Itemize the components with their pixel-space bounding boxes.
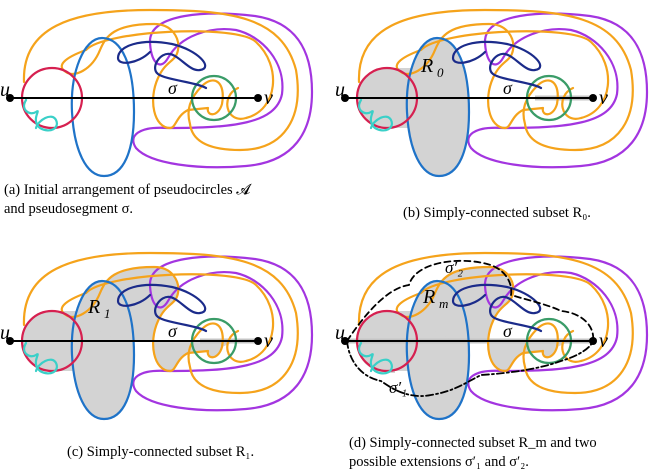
- pseudocircle-cyan: [358, 341, 393, 375]
- caption-a: (a) Initial arrangement of pseudocircles…: [4, 181, 324, 219]
- label-sigma: σ: [168, 321, 178, 341]
- endpoint-u: [6, 337, 14, 345]
- caption-d-line1: (d) Simply-connected subset R_m and two: [349, 435, 597, 451]
- endpoint-u: [341, 94, 349, 102]
- pseudocircle-purple: [132, 12, 314, 169]
- extension-sigma-1: [346, 340, 594, 397]
- pseudocircle-purple: [467, 255, 649, 412]
- label-v: v: [264, 87, 273, 109]
- endpoint-v: [589, 94, 597, 102]
- label-v: v: [264, 330, 273, 352]
- label-region: R: [87, 296, 100, 318]
- pseudocircle-orange: [22, 8, 299, 152]
- caption-c: (c) Simply-connected subset R₁.: [67, 443, 327, 462]
- pseudocircle-orange: [357, 251, 634, 395]
- caption-d: (d) Simply-connected subset R_m and two …: [349, 434, 663, 472]
- endpoint-v: [589, 337, 597, 345]
- label-v: v: [599, 87, 608, 109]
- region-shade: [401, 267, 571, 371]
- extension-sigma-2: [346, 259, 595, 342]
- label-sigma: σ: [503, 321, 513, 341]
- label-region: R: [422, 286, 435, 308]
- label-region-sub: 1: [104, 306, 111, 321]
- caption-b-line1: (b) Simply-connected subset R₀.: [403, 205, 591, 221]
- pseudocircle-purple: [132, 255, 314, 412]
- label-sigma-1: σ′₁: [389, 378, 407, 397]
- label-v: v: [599, 330, 608, 352]
- pseudocircle-cyan: [358, 98, 393, 132]
- endpoint-u: [341, 337, 349, 345]
- endpoint-u: [6, 94, 14, 102]
- label-u: u: [335, 322, 345, 344]
- pseudocircle-navy: [451, 283, 543, 333]
- label-region-sub: m: [439, 296, 448, 311]
- endpoint-v: [254, 337, 262, 345]
- label-u: u: [335, 79, 345, 101]
- label-region-sub: 0: [437, 65, 444, 80]
- caption-d-line2: possible extensions σ′₁ and σ′₂.: [349, 454, 529, 470]
- region-shade: [66, 267, 236, 371]
- pseudocircle-orange: [22, 251, 299, 395]
- caption-a-line1: (a) Initial arrangement of pseudocircles…: [4, 182, 251, 198]
- label-sigma: σ: [503, 78, 513, 98]
- pseudocircle-navy: [116, 40, 208, 90]
- pseudocircle-navy: [451, 40, 543, 90]
- caption-a-line2: and pseudosegment σ.: [4, 201, 134, 217]
- caption-c-line1: (c) Simply-connected subset R₁.: [67, 444, 255, 460]
- caption-b: (b) Simply-connected subset R₀.: [403, 204, 663, 223]
- pseudocircle-cyan: [23, 341, 58, 375]
- label-region: R: [420, 55, 433, 77]
- pseudocircle-cyan: [23, 98, 58, 132]
- label-sigma-2: σ′₂: [445, 258, 463, 277]
- endpoint-v: [254, 94, 262, 102]
- pseudocircle-purple: [467, 12, 649, 169]
- label-u: u: [0, 79, 10, 101]
- pseudocircle-orange: [357, 8, 634, 152]
- label-u: u: [0, 322, 10, 344]
- label-sigma: σ: [168, 78, 178, 98]
- pseudocircle-navy: [116, 283, 208, 333]
